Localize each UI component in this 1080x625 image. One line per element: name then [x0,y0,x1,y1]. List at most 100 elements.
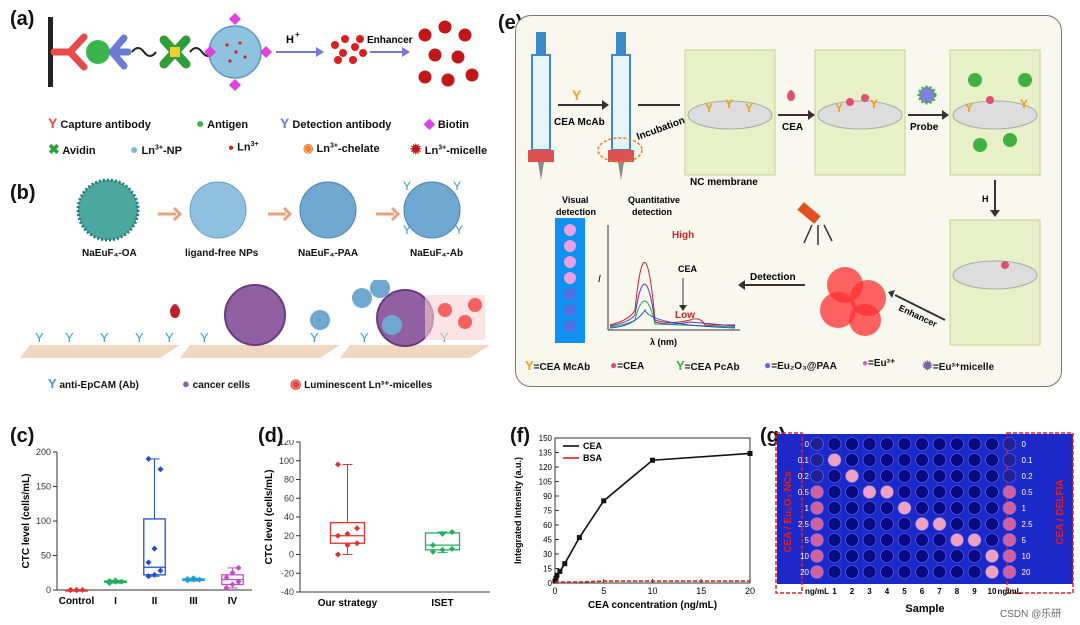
svg-text:Y: Y [100,330,109,345]
y-tick-label: -40 [281,587,294,597]
data-point [334,551,341,558]
series-line-cea [554,452,751,582]
well [1002,517,1017,531]
cancer-cell-icon [224,284,286,346]
row-label-right: 10 [1022,552,1031,561]
well [827,533,842,547]
well [950,437,964,451]
data-point [118,578,125,585]
well [967,485,982,499]
data-point [223,574,230,581]
col-label: ng/mL [998,587,1022,596]
panel-b-label: (b) [10,182,36,204]
well [932,533,947,547]
data-point [576,535,582,541]
well [862,565,877,579]
row-label-right: 0.5 [1022,488,1034,497]
well [985,501,999,515]
well [880,549,894,563]
well [1002,533,1017,547]
legend-avidin: ✖ Avidin [48,141,96,157]
syringe-left [528,32,554,180]
well [810,453,824,467]
x-tick-label: ISET [431,598,453,609]
legend-cancer-cells: ● cancer cells [182,376,250,391]
x-tick-label: IV [228,596,238,607]
svg-text:Y: Y [455,223,463,237]
x-tick-label: II [152,596,158,607]
data-point [79,587,86,593]
x-axis-label: Sample [905,603,944,615]
row-label-left: 5 [805,536,810,545]
x-tick-label: 10 [647,586,657,596]
step-ligand-free: ligand-free NPs [185,248,259,259]
ln-micelle-cluster [418,20,479,87]
data-point [334,532,341,539]
well [827,453,842,467]
well [862,453,877,467]
y-tick-label: 200 [36,447,51,457]
data-point [449,545,456,552]
step-probe-label: Probe [910,122,939,133]
well [932,549,947,563]
naeuf4-paa-particle [299,181,357,239]
well [845,485,859,499]
svg-text:detection: detection [632,207,672,217]
well [950,565,964,579]
data-point [151,545,158,552]
y-tick-label: 45 [543,536,552,545]
svg-text:Y: Y [1020,97,1028,111]
data-point [439,530,446,537]
svg-text:Y: Y [572,87,582,103]
svg-text:Y: Y [870,97,878,111]
well [932,469,947,483]
well [862,549,877,563]
well [810,565,824,579]
legend-eu-ion: ●=Eu³⁺ [862,358,896,369]
x-tick-label: III [189,596,198,607]
legend-anti-epcam: Y anti-EpCAM (Ab) [48,376,139,391]
well [862,501,877,515]
col-label: 4 [885,587,890,596]
data-point [145,559,152,566]
left-label: CEA / Eu₂O₃ NCs [783,471,794,553]
y-tick-label: 75 [543,507,552,516]
col-label: 5 [902,587,907,596]
arrow-h-label: H [286,34,294,46]
well [950,501,964,515]
col-label: ng/mL [805,587,829,596]
well [1002,549,1017,563]
y-tick-label: 0 [46,585,51,595]
svg-text:Y: Y [835,101,843,115]
y-tick-label: 60 [284,493,294,503]
y-tick-label: 30 [543,550,552,559]
svg-text:Y: Y [200,330,209,345]
step-detection-label: Detection [750,272,796,283]
detection-antibody-icon [108,34,132,70]
y-tick-label: 120 [279,440,294,447]
well [932,485,947,499]
panel-a-legend: Y Capture antibody ● Antigen Y Detection… [48,115,488,165]
antigen-icon [86,40,110,64]
panel-a-scheme: H + Enhancer [48,13,479,91]
y-tick-label: 120 [539,463,553,472]
col-label: 8 [955,587,960,596]
ln-np-icon [208,25,262,79]
well [915,437,929,451]
data-point [354,525,361,532]
well [985,485,999,499]
x-axis-label: CEA concentration (ng/mL) [588,600,717,611]
data-point [157,466,164,473]
legend-cea: ●=CEA [610,358,645,372]
well [915,517,929,531]
well [932,565,947,579]
arrow-enhancer-label: Enhancer [367,35,413,46]
data-point [747,450,753,456]
legend-ln-ion: ● Ln3+ [228,141,259,154]
well [967,437,982,451]
well [897,485,912,499]
panel-f-label: (f) [510,425,530,447]
